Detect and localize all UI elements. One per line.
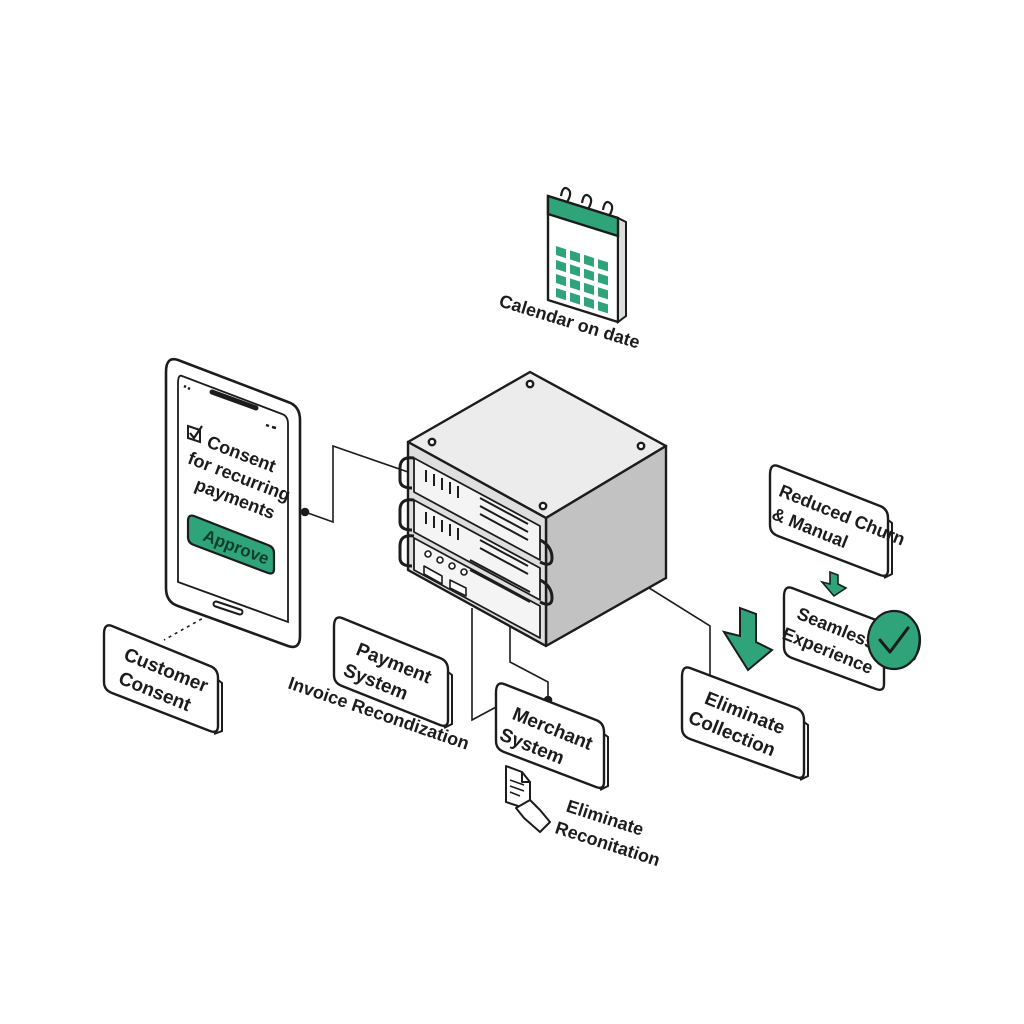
server-rack-icon	[398, 370, 668, 648]
check-circle-icon	[866, 609, 922, 671]
calendar-day-cell	[598, 287, 608, 300]
connector-server-merchant-left	[471, 608, 499, 722]
calendar-day-cell	[556, 274, 566, 287]
calendar-day-cell	[570, 292, 580, 305]
calendar-grid	[556, 246, 608, 314]
calendar-icon	[546, 186, 627, 324]
merchant-system-card: Merchant System	[494, 682, 609, 791]
calendar-day-cell	[570, 250, 580, 263]
customer-consent-card: Customer Consent	[102, 624, 223, 735]
calendar-day-cell	[584, 254, 594, 267]
checkbox-icon	[187, 424, 203, 444]
connector-server-merchant-right	[509, 620, 549, 700]
eliminate-collection-card: Eliminate Collection	[680, 666, 809, 781]
eliminate-reconciliation-label: Eliminate Reconitation	[553, 796, 663, 870]
calendar-day-cell	[584, 282, 594, 295]
calendar-day-cell	[570, 264, 580, 277]
calendar-day-cell	[598, 259, 608, 272]
reduced-churn-card: Reduced Churn & Manual	[768, 464, 908, 579]
seamless-experience-card: Seamless Experience	[780, 586, 886, 692]
calendar-day-cell	[598, 301, 608, 314]
document-hand-icon	[505, 765, 551, 833]
calendar-day-cell	[584, 268, 594, 281]
calendar-day-cell	[556, 246, 566, 259]
calendar-day-cell	[556, 260, 566, 273]
calendar-day-cell	[556, 288, 566, 301]
down-arrow-icon	[721, 606, 774, 672]
small-down-arrow-icon	[819, 570, 848, 598]
calendar-day-cell	[584, 296, 594, 309]
calendar-day-cell	[570, 278, 580, 291]
calendar-day-cell	[598, 273, 608, 286]
connector-phone-server	[304, 444, 409, 524]
